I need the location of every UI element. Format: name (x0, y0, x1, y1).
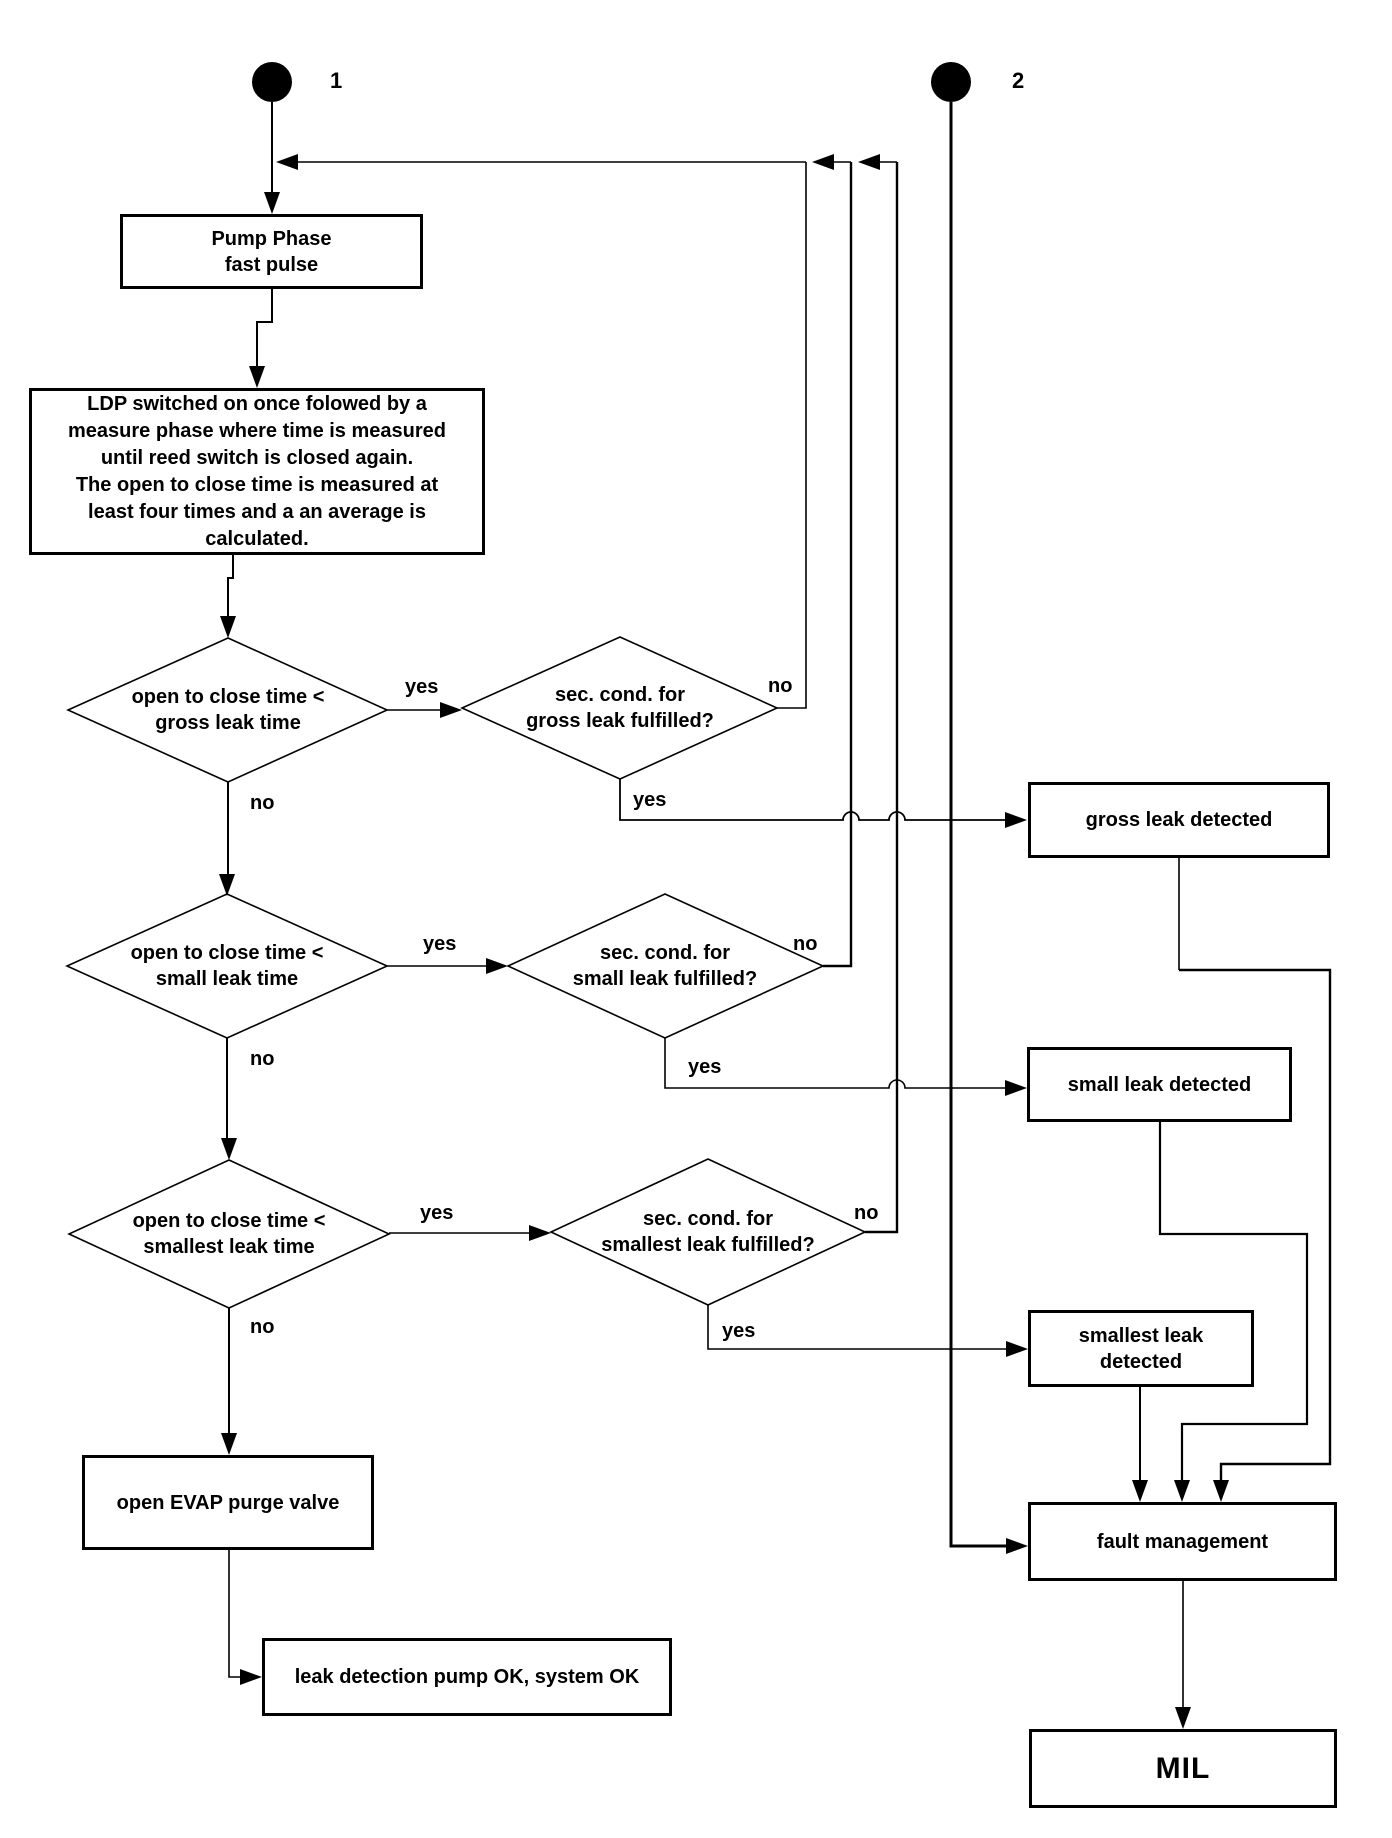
start-node-1-icon (252, 62, 292, 102)
label-small-no: no (250, 1048, 275, 1070)
ldp-line: until reed switch is closed again. (100, 446, 414, 469)
smallest-leak-diamond-text: open to close time < smallest leak time (132, 1210, 326, 1258)
label-smallest-sec-no: no (854, 1202, 879, 1224)
smallest-sec-diamond-text: sec. cond. for smallest leak fulfilled? (601, 1208, 815, 1256)
edge-smallest-sec-no-return (865, 162, 899, 1234)
edge-small-detected-to-fault (1158, 1122, 1309, 1480)
edge-ldp-to-gross-diamond (227, 555, 234, 616)
gross-sec-diamond-text: sec. cond. for gross leak fulfilled? (526, 684, 714, 732)
edge-pump-to-ldp (256, 289, 273, 366)
label-gross-sec-no: no (768, 675, 793, 697)
pump-ok-box: leak detection pump OK, system OK (262, 1638, 672, 1716)
small-leak-diamond-text: open to close time < small leak time (130, 942, 324, 990)
edge-evap-to-ok (228, 1550, 240, 1678)
start-1-label: 1 (330, 68, 343, 93)
edge-gross-detected-to-fault (1178, 858, 1332, 1480)
pump-phase-line1: Pump Phase (211, 227, 332, 250)
pump-phase-line2: fast pulse (224, 253, 319, 276)
ldp-line: least four times and a an average is (88, 500, 426, 523)
smallest-leak-detected-box: smallest leak detected (1028, 1310, 1254, 1387)
label-small-sec-no: no (793, 933, 818, 955)
edge-gross-sec-yes (619, 779, 1005, 821)
edge-small-sec-yes (664, 1038, 1005, 1089)
label-small-yes: yes (423, 933, 457, 955)
label-gross-sec-yes: yes (633, 789, 667, 811)
label-gross-no: no (250, 792, 275, 814)
small-sec-diamond-text: sec. cond. for small leak fulfilled? (572, 942, 758, 990)
fault-management-box: fault management (1028, 1502, 1337, 1581)
gross-leak-diamond-text: open to close time < gross leak time (131, 686, 325, 734)
ldp-line: calculated. (205, 527, 309, 550)
ldp-line: measure phase where time is measured (68, 419, 446, 442)
gross-leak-detected-box: gross leak detected (1028, 782, 1330, 858)
ldp-line: The open to close time is measured at (75, 473, 439, 496)
arrowheads (219, 154, 1229, 1729)
ldp-line: LDP switched on once folowed by a (87, 392, 427, 415)
small-leak-detected-box: small leak detected (1027, 1047, 1292, 1122)
pump-phase-box: Pump Phase fast pulse (120, 214, 423, 289)
edge-gross-sec-no-return (777, 162, 807, 709)
label-smallest-no: no (250, 1316, 275, 1338)
mil-box: MIL (1029, 1729, 1337, 1808)
start-node-2-icon (931, 62, 971, 102)
label-small-sec-yes: yes (688, 1056, 722, 1078)
edge-smallest-sec-yes (707, 1305, 1006, 1350)
open-evap-purge-valve-box: open EVAP purge valve (82, 1455, 374, 1550)
edge-small-sec-no-return (823, 162, 853, 968)
start-2-label: 2 (1012, 68, 1025, 93)
label-smallest-sec-yes: yes (722, 1320, 756, 1342)
label-gross-yes: yes (405, 676, 439, 698)
ldp-measure-box: LDP switched on once folowed by a measur… (29, 388, 485, 555)
edge-start2-to-fault (949, 102, 1006, 1548)
label-smallest-yes: yes (420, 1202, 454, 1224)
